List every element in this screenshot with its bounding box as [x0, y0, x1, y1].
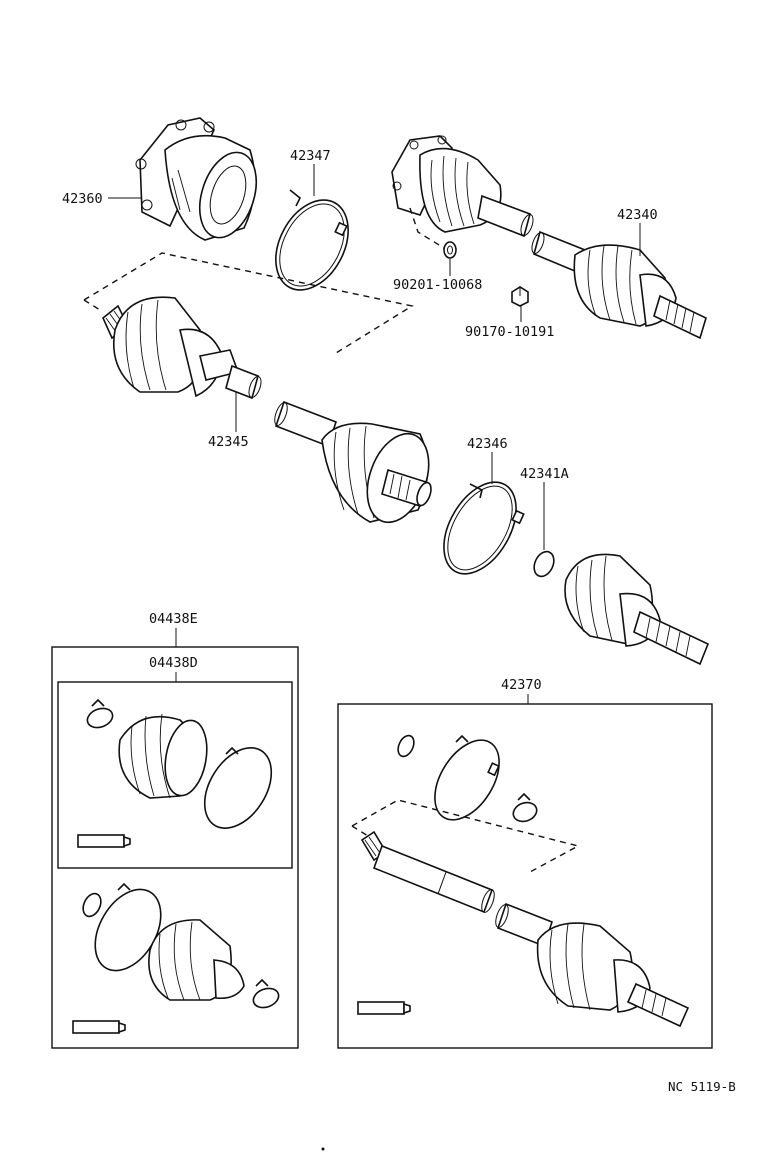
part-42347-boot-clamp[interactable]: [261, 188, 363, 303]
part-90201-10068-washer[interactable]: [409, 207, 457, 259]
label-42360: 42360: [62, 191, 142, 207]
part-number-42346: 42346: [467, 436, 508, 452]
part-number-42345: 42345: [208, 434, 249, 450]
part-number-04438E: 04438E: [149, 611, 198, 627]
kit-42370-contents[interactable]: [351, 729, 690, 1028]
diagram-code: NC 5119-B: [668, 1079, 736, 1094]
label-04438E: 04438E: [149, 611, 198, 647]
part-42341A-snap-ring[interactable]: [530, 548, 557, 579]
label-42340: 42340: [617, 207, 658, 256]
part-number-90170-10191: 90170-10191: [465, 324, 554, 340]
label-90201-10068: 90201-10068: [393, 259, 482, 293]
part-42346-boot-clamp[interactable]: [429, 470, 531, 587]
label-42341A: 42341A: [520, 466, 569, 550]
kit-box-04438D: [57, 681, 293, 869]
kit-box-42370: [337, 703, 713, 1049]
part-number-42370: 42370: [501, 677, 542, 693]
label-04438D: 04438D: [149, 655, 198, 682]
label-42347: 42347: [290, 148, 331, 196]
kit-box-04438E: [51, 646, 299, 1049]
kit-04438D-contents[interactable]: [77, 698, 285, 848]
label-42345: 42345: [208, 392, 249, 450]
part-42345-inboard-joint[interactable]: [102, 296, 263, 400]
part-90170-10191-nut[interactable]: [511, 286, 529, 307]
part-middle-shaft-outboard-boot[interactable]: [272, 400, 440, 531]
part-42360-inboard-joint-housing[interactable]: [135, 117, 266, 245]
part-number-04438D: 04438D: [149, 655, 198, 671]
part-number-42340: 42340: [617, 207, 658, 223]
part-outboard-joint[interactable]: [564, 553, 710, 666]
part-number-90201-10068: 90201-10068: [393, 277, 482, 293]
part-number-42341A: 42341A: [520, 466, 569, 482]
kit-04438E-contents[interactable]: [72, 878, 281, 1034]
part-42340-driveshaft-assembly[interactable]: [391, 135, 707, 340]
part-number-42360: 42360: [62, 191, 103, 207]
group-outline-inboard: [83, 252, 414, 354]
label-90170-10191: 90170-10191: [465, 306, 554, 340]
label-42346: 42346: [467, 436, 508, 484]
speck-mark: [321, 1147, 325, 1151]
label-42370: 42370: [501, 677, 542, 704]
part-number-42347: 42347: [290, 148, 331, 164]
